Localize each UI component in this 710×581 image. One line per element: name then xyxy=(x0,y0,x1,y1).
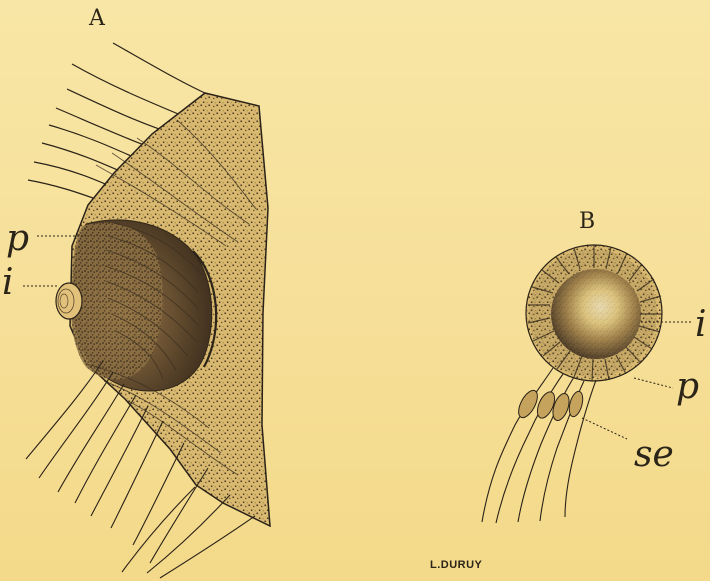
panel-b-sense-organs xyxy=(515,387,585,422)
panel-b-figure: B xyxy=(482,209,707,523)
panel-a-inner-bulge xyxy=(56,283,82,319)
panel-b-title: B xyxy=(579,209,595,234)
panel-b-cell xyxy=(526,245,662,381)
panel-b-label-i: i xyxy=(695,304,707,345)
panel-b-label-p: p xyxy=(676,366,699,407)
panel-a-label-i: i xyxy=(2,262,14,303)
illustrator-credit: L.DURUY xyxy=(430,559,483,571)
panel-a-figure: A p i xyxy=(2,6,270,578)
panel-a-title: A xyxy=(88,6,106,31)
panel-b-label-se: se xyxy=(634,434,674,475)
panel-a-dark-stipple xyxy=(71,223,163,380)
panel-a-label-p: p xyxy=(6,218,29,259)
